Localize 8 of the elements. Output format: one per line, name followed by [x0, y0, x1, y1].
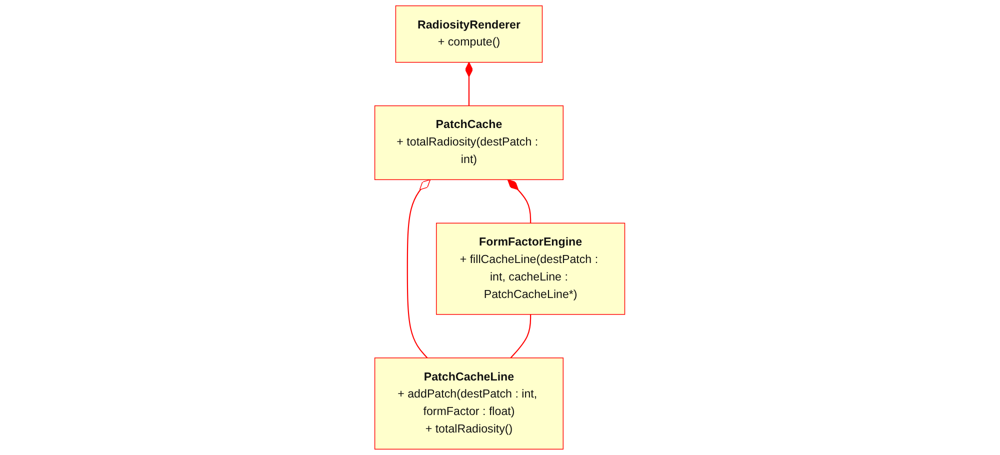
- node-box: PatchCacheLine + addPatch(destPatch : int, formFactor : float) + totalRadiosity(): [374, 358, 564, 450]
- connector: [508, 179, 532, 224]
- connector: [510, 314, 532, 358]
- connector: [407, 179, 431, 358]
- node-box: RadiosityRenderer + compute(): [396, 5, 543, 63]
- node-box: PatchCache + totalRadiosity(destPatch : int): [374, 105, 564, 180]
- connector: [465, 62, 474, 106]
- node-box: FormFactorEngine + fillCacheLine(destPatch : int, cacheLine : PatchCacheLine*): [436, 222, 626, 315]
